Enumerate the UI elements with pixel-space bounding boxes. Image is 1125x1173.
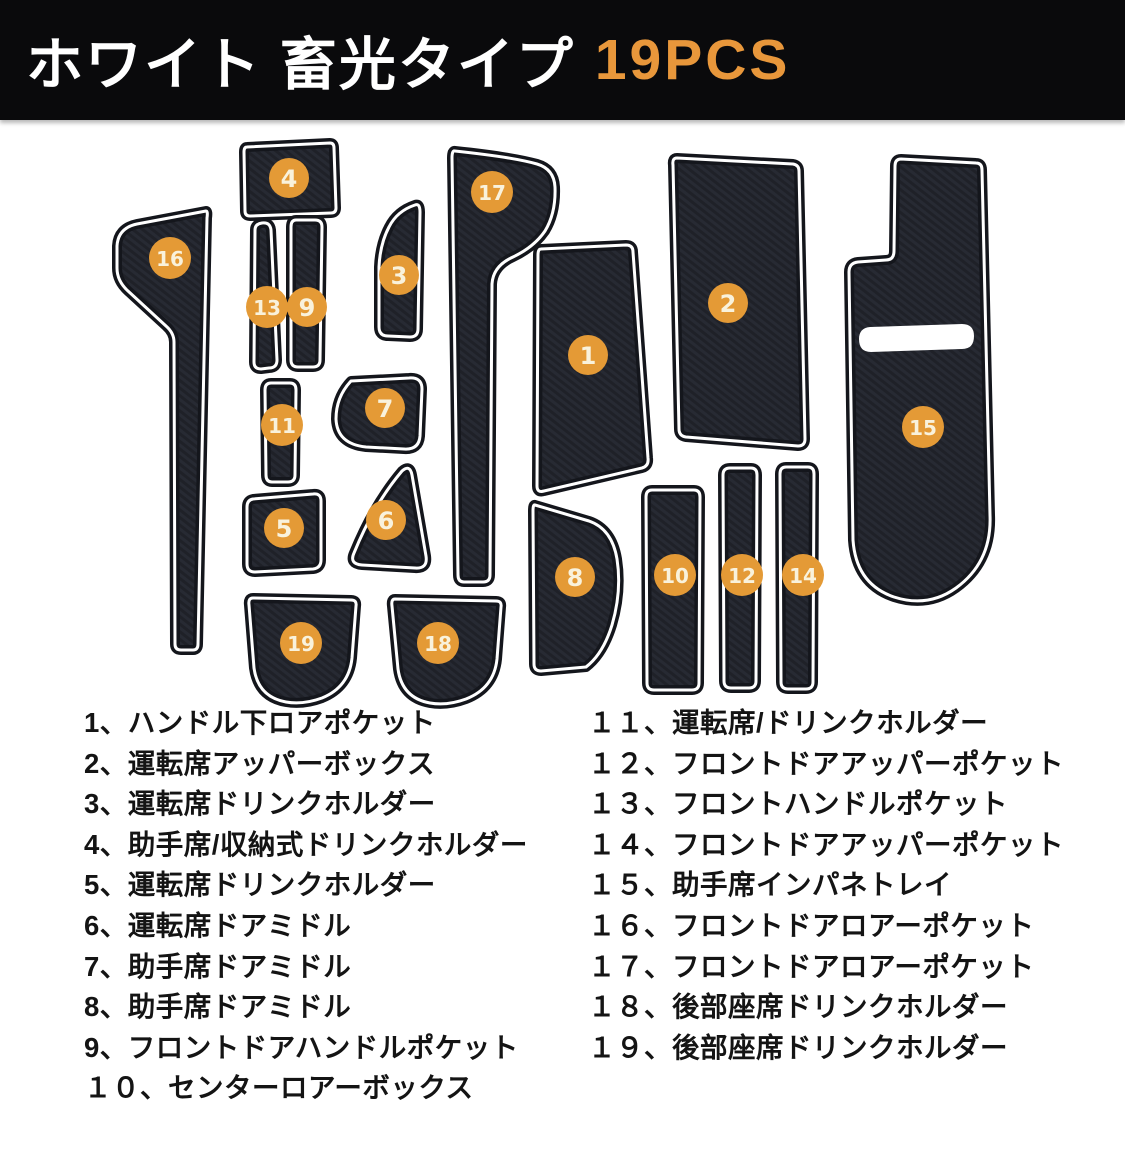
badge-14: 14: [782, 554, 824, 596]
legend-item-17: １７、フロントドアロアーポケット: [588, 950, 1035, 982]
svg-text:7: 7: [377, 395, 394, 423]
svg-text:17: 17: [478, 181, 506, 205]
badge-18: 18: [417, 622, 459, 664]
legend-item-4: 4、助手席/収納式ドリンクホルダー: [84, 828, 528, 860]
svg-text:2: 2: [720, 290, 737, 318]
legend-item-2: 2、運転席アッパーボックス: [84, 747, 435, 779]
legend-item-7: 7、助手席ドアミドル: [84, 950, 352, 982]
svg-text:9: 9: [299, 294, 316, 322]
svg-text:5: 5: [276, 515, 293, 543]
badge-1: 1: [568, 335, 608, 375]
badge-8: 8: [555, 557, 595, 597]
legend-item-9: 9、フロントドアハンドルポケット: [84, 1031, 519, 1063]
legend-item-6: 6、運転席ドアミドル: [84, 909, 352, 941]
badge-10: 10: [654, 554, 696, 596]
svg-text:1: 1: [580, 342, 597, 370]
page-title: ホワイト 畜光タイプ: [26, 33, 575, 97]
svg-text:4: 4: [281, 165, 298, 193]
svg-text:14: 14: [789, 564, 817, 588]
svg-text:12: 12: [728, 564, 756, 588]
badge-4: 4: [269, 158, 309, 198]
legend-item-18: １８、後部座席ドリンクホルダー: [588, 991, 1008, 1023]
mat-15: [849, 159, 990, 601]
legend-item-19: １９、後部座席ドリンクホルダー: [588, 1031, 1008, 1063]
badge-3: 3: [379, 255, 419, 295]
badge-13: 13: [246, 286, 288, 328]
svg-text:13: 13: [253, 296, 281, 320]
legend-column-right: １１、運転席/ドリンクホルダー １２、フロントドアアッパーポケット １３、フロン…: [588, 703, 1064, 1068]
legend-item-10: １０、センターロアーボックス: [84, 1072, 474, 1104]
legend-item-15: １５、助手席インパネトレイ: [588, 869, 952, 901]
svg-text:19: 19: [287, 632, 315, 656]
legend-item-1: 1、ハンドル下ロアポケット: [84, 707, 436, 738]
svg-text:11: 11: [268, 414, 296, 438]
header-banner: ホワイト 畜光タイプ 19PCS: [0, 0, 1125, 120]
badge-9: 9: [287, 287, 327, 327]
svg-text:18: 18: [424, 632, 452, 656]
badge-19: 19: [280, 622, 322, 664]
legend-column-left: 1、ハンドル下ロアポケット 2、運転席アッパーボックス 3、運転席ドリンクホルダ…: [84, 703, 528, 1109]
badge-12: 12: [721, 554, 763, 596]
badge-2: 2: [708, 283, 748, 323]
pieces-count-label: 19PCS: [594, 28, 791, 92]
badge-15: 15: [902, 406, 944, 448]
legend-item-11: １１、運転席/ドリンクホルダー: [588, 707, 989, 738]
badge-17: 17: [471, 171, 513, 213]
mats-diagram: 1 2 3 4 5 6 7 8 9 10 11 12 13 14 15 16 1…: [0, 120, 1125, 720]
legend-item-5: 5、運転席ドリンクホルダー: [84, 869, 436, 901]
badge-7: 7: [365, 388, 405, 428]
badge-6: 6: [366, 500, 406, 540]
svg-text:8: 8: [567, 564, 584, 592]
legend-item-13: １３、フロントハンドルポケット: [588, 788, 1008, 820]
svg-text:16: 16: [156, 247, 184, 271]
badge-5: 5: [264, 508, 304, 548]
legend-item-16: １６、フロントドアロアーポケット: [588, 909, 1035, 941]
mat-15-slot: [859, 324, 974, 352]
legend-item-14: １４、フロントドアアッパーポケット: [588, 828, 1064, 860]
legend-item-12: １２、フロントドアアッパーポケット: [588, 747, 1064, 779]
badge-11: 11: [261, 404, 303, 446]
legend-item-3: 3、運転席ドリンクホルダー: [84, 788, 436, 820]
svg-text:10: 10: [661, 564, 689, 588]
badge-16: 16: [149, 237, 191, 279]
svg-text:15: 15: [909, 416, 937, 440]
svg-text:6: 6: [378, 507, 395, 535]
legend-item-8: 8、助手席ドアミドル: [84, 991, 352, 1023]
svg-text:3: 3: [391, 262, 408, 290]
